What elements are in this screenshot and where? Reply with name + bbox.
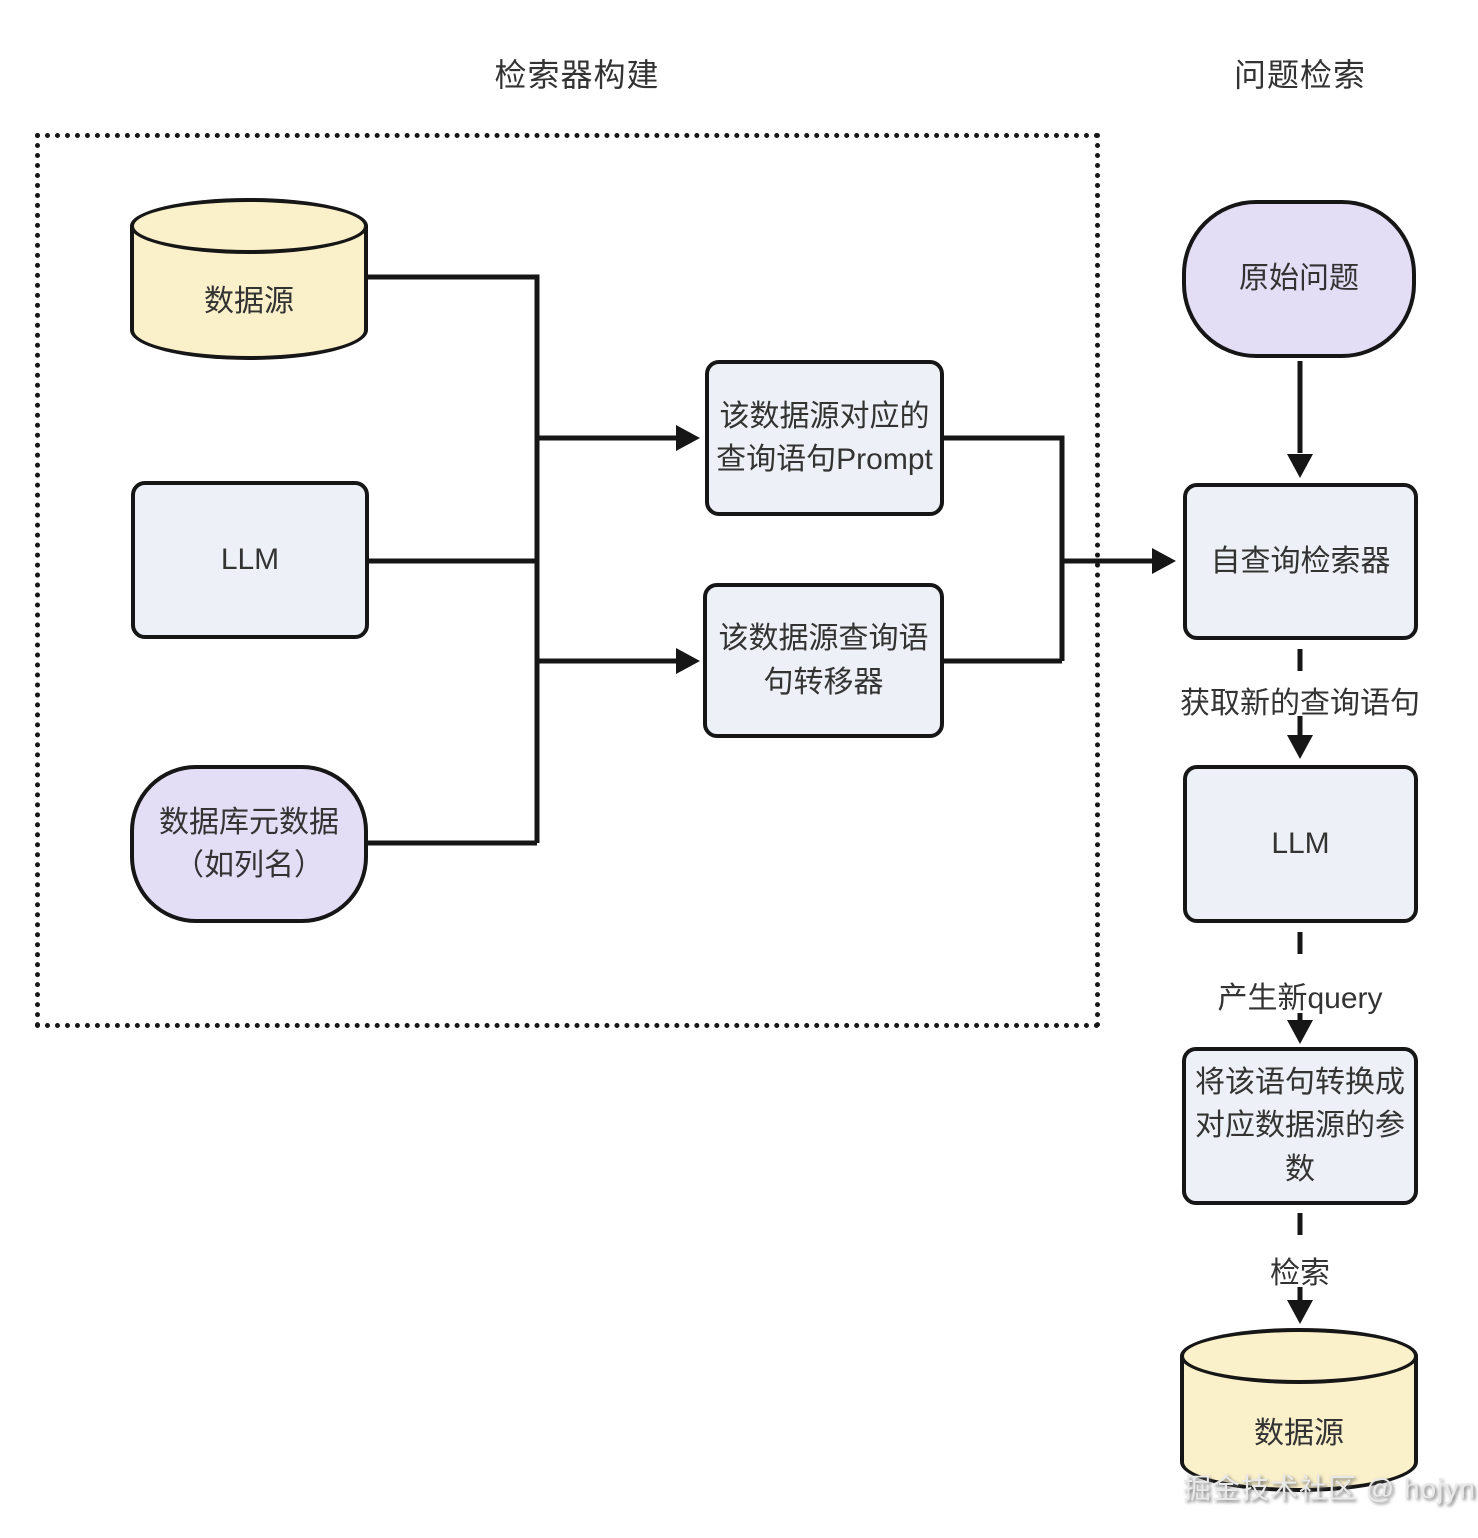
arrowhead-question (1287, 454, 1313, 478)
arrowhead-prompt-box (676, 425, 700, 451)
builder-data-source-label: 数据源 (204, 285, 294, 319)
builder-db-metadata-label: 数据库元数据（如列名） (159, 805, 339, 883)
section-title-question-retrieval: 问题检索 (1233, 57, 1366, 93)
arrowhead-llm (1287, 735, 1313, 759)
watermark-text: 掘金技术社区 @ hojyn (1183, 1473, 1476, 1504)
edge-label-new-query: 产生新query (1217, 982, 1383, 1015)
builder-prompt-box: 该数据源对应的查询语句Prompt (705, 360, 944, 516)
flow-data-source-cylinder: 数据源 (1180, 1328, 1418, 1492)
section-title-retriever-build: 检索器构建 (494, 57, 660, 93)
flow-convert-params-label: 将该语句转换成对应数据源的参数 (1195, 1065, 1405, 1186)
edge-label-retrieve: 检索 (1270, 1257, 1330, 1290)
edge-datasource-trunk (368, 274, 540, 843)
flow-data-source-label: 数据源 (1254, 1416, 1344, 1450)
flow-self-query-retriever-label: 自查询检索器 (1210, 544, 1391, 578)
arrowhead-datasource (1287, 1300, 1313, 1324)
builder-prompt-label: 该数据源对应的查询语句Prompt (716, 399, 933, 477)
arrowhead-transfer-box (676, 648, 700, 674)
arrowhead-convert-box (1287, 1020, 1313, 1044)
flow-llm-box: LLM (1183, 765, 1418, 923)
cylinder-top-ellipse (130, 198, 368, 254)
builder-llm-box: LLM (131, 481, 369, 639)
retriever-build-boundary (35, 133, 1100, 1028)
builder-transfer-box: 该数据源查询语句转移器 (703, 583, 944, 738)
builder-transfer-label: 该数据源查询语句转移器 (718, 622, 929, 699)
edge-prompt-box-to-merge (944, 435, 1065, 661)
cylinder-top-ellipse (1180, 1328, 1418, 1384)
flow-original-question-pill: 原始问题 (1182, 200, 1416, 358)
flow-self-query-retriever-box: 自查询检索器 (1183, 483, 1418, 640)
flow-llm-label: LLM (1271, 827, 1330, 861)
flow-original-question-label: 原始问题 (1239, 262, 1359, 296)
edge-label-get-new-query: 获取新的查询语句 (1180, 687, 1420, 720)
arrowhead-retriever (1152, 548, 1176, 574)
flow-convert-params-box: 将该语句转换成对应数据源的参数 (1182, 1047, 1418, 1205)
builder-data-source-cylinder: 数据源 (130, 198, 368, 360)
builder-llm-label: LLM (220, 543, 280, 577)
builder-db-metadata-pill: 数据库元数据（如列名） (130, 765, 368, 923)
